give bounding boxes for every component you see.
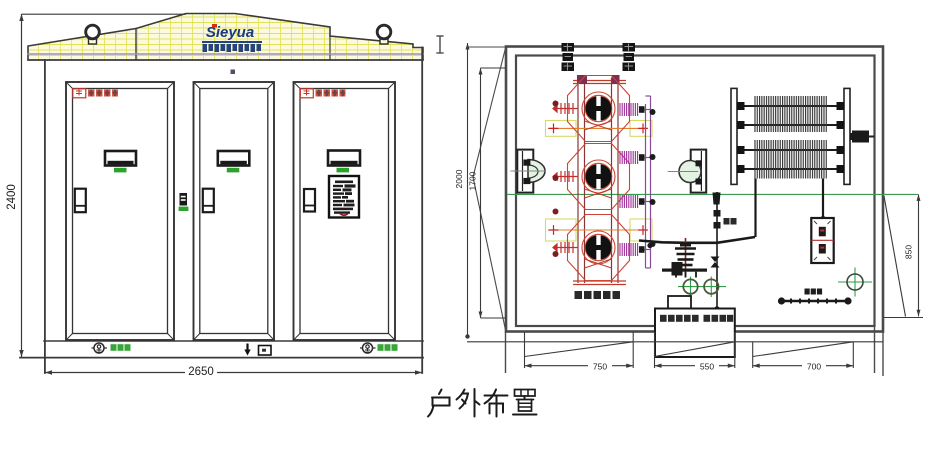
svg-text:750: 750 [593, 362, 607, 372]
svg-text:2000: 2000 [454, 169, 464, 188]
svg-text:550: 550 [700, 362, 714, 372]
svg-text:700: 700 [807, 362, 821, 372]
svg-text:2400: 2400 [6, 184, 18, 210]
svg-text:850: 850 [904, 245, 914, 259]
svg-text:2650: 2650 [188, 366, 214, 378]
svg-text:Sieyua: Sieyua [206, 24, 254, 41]
svg-text:1700: 1700 [468, 171, 478, 190]
